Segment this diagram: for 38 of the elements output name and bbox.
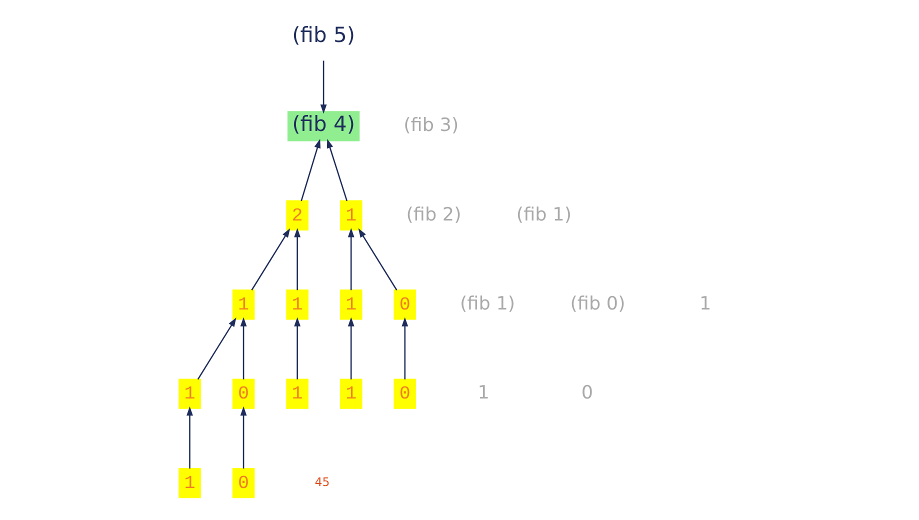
node-box: 1 <box>339 290 362 320</box>
node-box: 0 <box>393 378 416 409</box>
node-box: 1 <box>286 378 308 409</box>
node-box: 0 <box>232 378 254 409</box>
node-box: 1 <box>178 468 200 498</box>
arrow <box>326 138 348 202</box>
node-box: 1 <box>232 290 254 320</box>
arrow <box>186 406 192 469</box>
node-text: (fib 5) <box>292 22 355 47</box>
node-box: 0 <box>393 290 416 320</box>
label: (fib 0) <box>570 293 625 314</box>
node-box: 1 <box>178 378 200 409</box>
arrow <box>320 60 326 114</box>
label: (fib 1) <box>516 204 571 226</box>
label: (fib 3) <box>403 115 458 136</box>
arrow <box>294 228 300 290</box>
node-box: 1 <box>339 200 362 230</box>
label: 1 <box>698 293 711 314</box>
arrow <box>196 318 236 380</box>
arrow <box>401 317 408 380</box>
arrow <box>240 406 246 469</box>
label: 0 <box>580 382 593 404</box>
node-box: 2 <box>286 200 308 230</box>
node-box: 1 <box>339 378 362 409</box>
label: 45 <box>314 474 330 489</box>
label: 1 <box>477 382 489 404</box>
node-box: 0 <box>232 468 254 498</box>
arrow <box>358 228 397 290</box>
arrow <box>347 317 354 380</box>
arrow <box>250 228 290 290</box>
label: (fib 2) <box>406 204 461 226</box>
node-box: (fib 4) <box>286 111 360 142</box>
arrow <box>300 138 320 202</box>
node-box: 1 <box>286 290 308 320</box>
arrow <box>294 317 300 380</box>
arrow <box>347 228 354 290</box>
arrow <box>240 317 246 380</box>
label: (fib 1) <box>460 293 515 314</box>
